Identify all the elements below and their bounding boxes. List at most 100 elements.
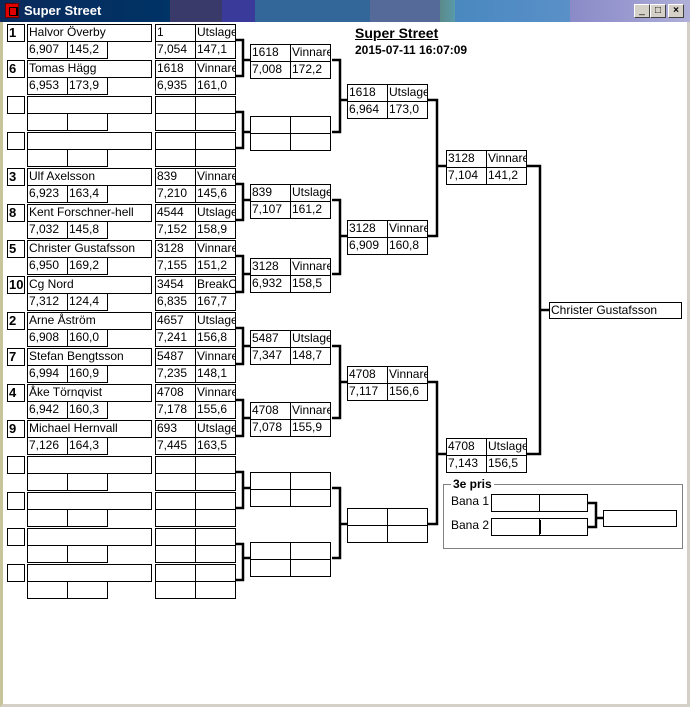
- driver-speed[interactable]: 164,3: [67, 437, 108, 455]
- driver-name[interactable]: [27, 492, 152, 510]
- driver-name[interactable]: Michael Hernvall: [27, 420, 152, 438]
- round3-status[interactable]: Utslagen: [387, 84, 428, 102]
- driver-et[interactable]: 7,126: [27, 437, 68, 455]
- round1-result-id[interactable]: 4657: [155, 312, 196, 330]
- round3-id[interactable]: 3128: [347, 220, 388, 238]
- driver-et[interactable]: 6,994: [27, 365, 68, 383]
- driver-name[interactable]: [27, 564, 152, 582]
- round2-id[interactable]: 4708: [250, 402, 291, 420]
- driver-name[interactable]: Arne Åström: [27, 312, 152, 330]
- round1-result-status[interactable]: [195, 96, 236, 114]
- driver-et[interactable]: [27, 581, 68, 599]
- round1-result-et[interactable]: [155, 113, 196, 131]
- round1-result-status[interactable]: Vinnare: [195, 384, 236, 402]
- round1-result-id[interactable]: 5487: [155, 348, 196, 366]
- round2-speed[interactable]: 172,2: [290, 61, 331, 79]
- round2-speed[interactable]: 155,9: [290, 419, 331, 437]
- round1-result-et[interactable]: 7,155: [155, 257, 196, 275]
- seed-number[interactable]: 2: [7, 312, 25, 330]
- driver-speed[interactable]: [67, 581, 108, 599]
- round2-id[interactable]: 3128: [250, 258, 291, 276]
- round1-result-et[interactable]: 6,935: [155, 77, 196, 95]
- driver-speed[interactable]: [67, 545, 108, 563]
- driver-speed[interactable]: 173,9: [67, 77, 108, 95]
- round2-status[interactable]: Vinnare: [290, 44, 331, 62]
- driver-name[interactable]: [27, 528, 152, 546]
- round1-result-et[interactable]: [155, 545, 196, 563]
- round2-speed[interactable]: 161,2: [290, 201, 331, 219]
- driver-et[interactable]: 6,950: [27, 257, 68, 275]
- driver-et[interactable]: 7,312: [27, 293, 68, 311]
- round3-status[interactable]: Vinnare: [387, 366, 428, 384]
- round1-result-speed[interactable]: [195, 473, 236, 491]
- final-winner[interactable]: Christer Gustafsson: [549, 302, 682, 319]
- round2-et[interactable]: [250, 489, 291, 507]
- round1-result-status[interactable]: Utslagen: [195, 204, 236, 222]
- round2-et[interactable]: 7,008: [250, 61, 291, 79]
- driver-name[interactable]: [27, 456, 152, 474]
- driver-speed[interactable]: [67, 473, 108, 491]
- round4-status[interactable]: Vinnare: [486, 150, 527, 168]
- round2-speed[interactable]: [290, 559, 331, 577]
- driver-speed[interactable]: [67, 113, 108, 131]
- round1-result-id[interactable]: 3454: [155, 276, 196, 294]
- round3-speed[interactable]: 156,6: [387, 383, 428, 401]
- round1-result-id[interactable]: 839: [155, 168, 196, 186]
- round3-et[interactable]: 6,964: [347, 101, 388, 119]
- round2-et[interactable]: 7,347: [250, 347, 291, 365]
- round1-result-et[interactable]: [155, 149, 196, 167]
- round2-status[interactable]: Vinnare: [290, 258, 331, 276]
- round2-speed[interactable]: 148,7: [290, 347, 331, 365]
- driver-speed[interactable]: 145,8: [67, 221, 108, 239]
- driver-et[interactable]: 6,923: [27, 185, 68, 203]
- round2-et[interactable]: 6,932: [250, 275, 291, 293]
- round1-result-et[interactable]: 7,210: [155, 185, 196, 203]
- round3-speed[interactable]: [387, 525, 428, 543]
- round3-id[interactable]: 4708: [347, 366, 388, 384]
- driver-et[interactable]: [27, 473, 68, 491]
- round1-result-speed[interactable]: [195, 581, 236, 599]
- driver-speed[interactable]: 145,2: [67, 41, 108, 59]
- round2-status[interactable]: Utslagen: [290, 184, 331, 202]
- round1-result-et[interactable]: [155, 473, 196, 491]
- driver-speed[interactable]: 160,9: [67, 365, 108, 383]
- driver-speed[interactable]: 160,0: [67, 329, 108, 347]
- seed-number[interactable]: 3: [7, 168, 25, 186]
- round1-result-et[interactable]: 7,235: [155, 365, 196, 383]
- seed-number[interactable]: 9: [7, 420, 25, 438]
- app-icon[interactable]: [5, 3, 19, 18]
- round4-et[interactable]: 7,104: [446, 167, 487, 185]
- driver-speed[interactable]: 163,4: [67, 185, 108, 203]
- round1-result-et[interactable]: 7,152: [155, 221, 196, 239]
- round1-result-id[interactable]: [155, 528, 196, 546]
- driver-name[interactable]: Kent Forschner-hell: [27, 204, 152, 222]
- round2-et[interactable]: [250, 133, 291, 151]
- round1-result-speed[interactable]: 163,5: [195, 437, 236, 455]
- round1-result-status[interactable]: [195, 492, 236, 510]
- seed-number[interactable]: 1: [7, 24, 25, 42]
- seed-number[interactable]: [7, 132, 25, 150]
- round3-et[interactable]: 6,909: [347, 237, 388, 255]
- round2-status[interactable]: [290, 116, 331, 134]
- round2-id[interactable]: 839: [250, 184, 291, 202]
- driver-name[interactable]: Tomas Hägg: [27, 60, 152, 78]
- round3-et[interactable]: [347, 525, 388, 543]
- driver-et[interactable]: 6,907: [27, 41, 68, 59]
- round1-result-et[interactable]: 7,178: [155, 401, 196, 419]
- driver-speed[interactable]: 160,3: [67, 401, 108, 419]
- round1-result-status[interactable]: Vinnare: [195, 240, 236, 258]
- seed-number[interactable]: 7: [7, 348, 25, 366]
- minimize-button[interactable]: _: [634, 4, 650, 18]
- round1-result-et[interactable]: 6,835: [155, 293, 196, 311]
- driver-speed[interactable]: [67, 149, 108, 167]
- driver-speed[interactable]: 169,2: [67, 257, 108, 275]
- round2-id[interactable]: [250, 472, 291, 490]
- driver-name[interactable]: Halvor Överby: [27, 24, 152, 42]
- round2-et[interactable]: 7,078: [250, 419, 291, 437]
- round4-id[interactable]: 4708: [446, 438, 487, 456]
- driver-et[interactable]: [27, 545, 68, 563]
- seed-number[interactable]: 4: [7, 384, 25, 402]
- title-bar[interactable]: Super Street _ □ ×: [0, 0, 690, 22]
- lane1-field-b[interactable]: [539, 494, 588, 512]
- lane1-field-a[interactable]: [491, 494, 540, 512]
